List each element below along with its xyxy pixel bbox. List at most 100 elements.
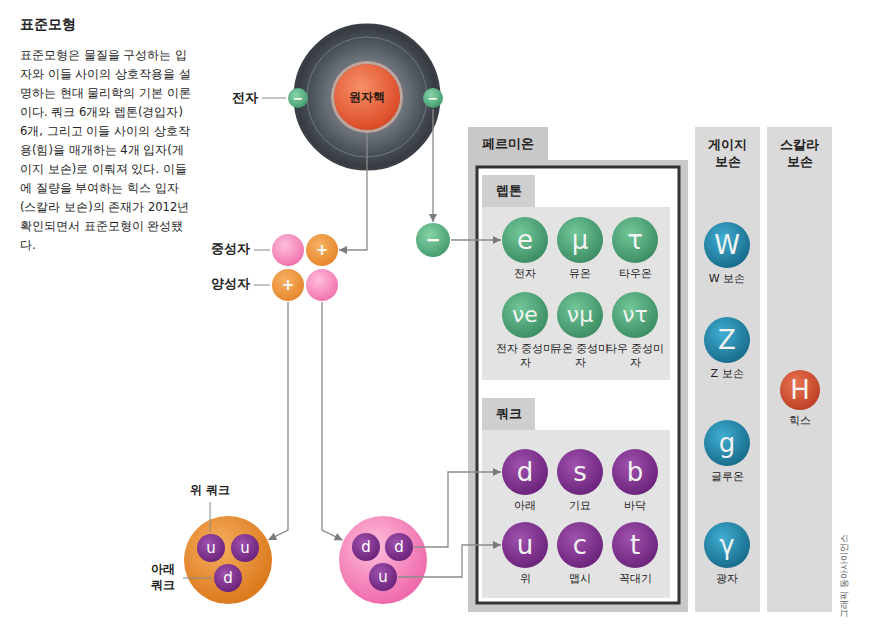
connector-arrow: [432, 109, 433, 222]
leader-line: [254, 285, 270, 286]
proton-ball: +: [272, 269, 304, 301]
node-text: t: [630, 532, 640, 558]
node-text: u: [517, 532, 533, 558]
panel-heading: 렙톤: [482, 175, 535, 207]
node-text: d: [223, 571, 233, 586]
node-text: −: [293, 92, 304, 105]
electron-large: −: [416, 223, 450, 257]
quark: u: [369, 563, 397, 591]
node-text: τ: [627, 227, 643, 253]
leader-line: [262, 98, 286, 99]
electron: −: [423, 88, 443, 108]
node-text: d: [517, 459, 534, 485]
node-text: +: [316, 243, 329, 258]
particle-name: W 보손: [696, 272, 758, 286]
quark: u: [197, 534, 225, 562]
gauge-panel-body: [695, 127, 760, 612]
gauge-boson: γ광자: [704, 522, 750, 568]
neutrino: ντ타우 중성미자: [612, 292, 658, 338]
lepton-panel: 렙톤e전자μ뮤온τ타우온νe전자 중성미자νμ뮤온 중성미자ντ타우 중성미자: [482, 175, 670, 380]
particle-name: 뮤온 중성미자: [549, 342, 611, 371]
neutrino: νe전자 중성미자: [502, 292, 548, 338]
particle-name: 바닥: [604, 499, 666, 513]
quark: d: [385, 533, 413, 561]
node-text: −: [428, 92, 439, 105]
proton-body: [184, 516, 272, 604]
neutrino: νμ뮤온 중성미자: [557, 292, 603, 338]
node-text: νμ: [567, 304, 593, 326]
leader-line: [254, 250, 270, 251]
quark: s기묘: [557, 449, 603, 495]
node-text: νe: [512, 304, 538, 326]
particle-name: 아래: [494, 499, 556, 513]
particle-name: 힉스: [769, 414, 831, 428]
leader-line: [183, 578, 212, 579]
lepton-panel-body: [482, 207, 670, 380]
proton-ball: +: [306, 234, 338, 266]
particle-name: 전자: [494, 267, 556, 281]
particle-name: 전자 중성미자: [494, 342, 556, 371]
lepton: τ타우온: [612, 217, 658, 263]
proton-label: 양성자: [190, 276, 250, 293]
quark: u: [231, 534, 259, 562]
connector-arrow: [339, 131, 367, 250]
quark-panel: 쿼크d아래s기묘b바닥u위c맵시t꼭대기: [482, 398, 670, 598]
connector-arrow: [268, 302, 288, 540]
nucleus: 원자핵: [334, 64, 400, 130]
node-text: c: [573, 532, 587, 558]
node-text: −: [425, 231, 440, 249]
atom: 원자핵 − −: [295, 25, 439, 169]
particle-name: 뮤온: [549, 267, 611, 281]
connector-arrow: [414, 472, 501, 547]
fermion-inner: [477, 167, 679, 603]
particle-name: 타우 중성미자: [604, 342, 666, 371]
node-text: Z: [718, 327, 736, 353]
particle-name: Z 보손: [696, 367, 758, 381]
higgs: H힉스: [780, 370, 820, 410]
credit: 그래픽 동아사이언스: [839, 526, 851, 626]
lepton: e전자: [502, 217, 548, 263]
node-text: e: [517, 227, 533, 253]
node-text: H: [790, 377, 810, 403]
proton: uud: [184, 516, 272, 604]
particle-name: 글루온: [696, 470, 758, 484]
node-text: 원자핵: [349, 91, 385, 103]
neutron-ball: [306, 269, 338, 301]
node-text: μ: [572, 227, 589, 253]
quark: c맵시: [557, 522, 603, 568]
leader-line: [210, 502, 211, 532]
quark: d: [214, 564, 242, 592]
node-text: γ: [719, 532, 734, 558]
quark: b바닥: [612, 449, 658, 495]
quark-panel-body: [482, 430, 670, 598]
panel-heading: 페르미온: [468, 127, 548, 160]
lepton: μ뮤온: [557, 217, 603, 263]
node-text: u: [378, 570, 388, 585]
quark: d아래: [502, 449, 548, 495]
node-text: ντ: [622, 304, 648, 326]
fermion-tab-ground: [468, 127, 548, 163]
particle-name: 위: [494, 572, 556, 586]
quark: d: [352, 533, 380, 561]
gauge-boson: ZZ 보손: [704, 317, 750, 363]
particle-name: 맵시: [549, 572, 611, 586]
node-text: d: [394, 540, 404, 555]
quark: t꼭대기: [612, 522, 658, 568]
connector-arrow: [322, 302, 343, 540]
node-text: +: [282, 278, 295, 293]
fermion-frame: [468, 160, 688, 612]
electron: −: [288, 88, 308, 108]
node-text: g: [719, 430, 736, 456]
gauge-boson: WW 보손: [704, 222, 750, 268]
particle-name: 타우온: [604, 267, 666, 281]
particle-name: 광자: [696, 572, 758, 586]
electron-label: 전자: [206, 90, 258, 107]
scalar-boson-panel: 스칼라 보손H힉스: [767, 127, 832, 612]
quark: u위: [502, 522, 548, 568]
neutron: ddu: [339, 516, 427, 604]
node-text: s: [573, 459, 587, 485]
node-text: W: [714, 232, 740, 258]
gauge-boson-panel: 게이지 보손WW 보손ZZ 보손g글루온γ광자: [695, 127, 760, 612]
panel-heading: 스칼라 보손: [767, 127, 832, 171]
